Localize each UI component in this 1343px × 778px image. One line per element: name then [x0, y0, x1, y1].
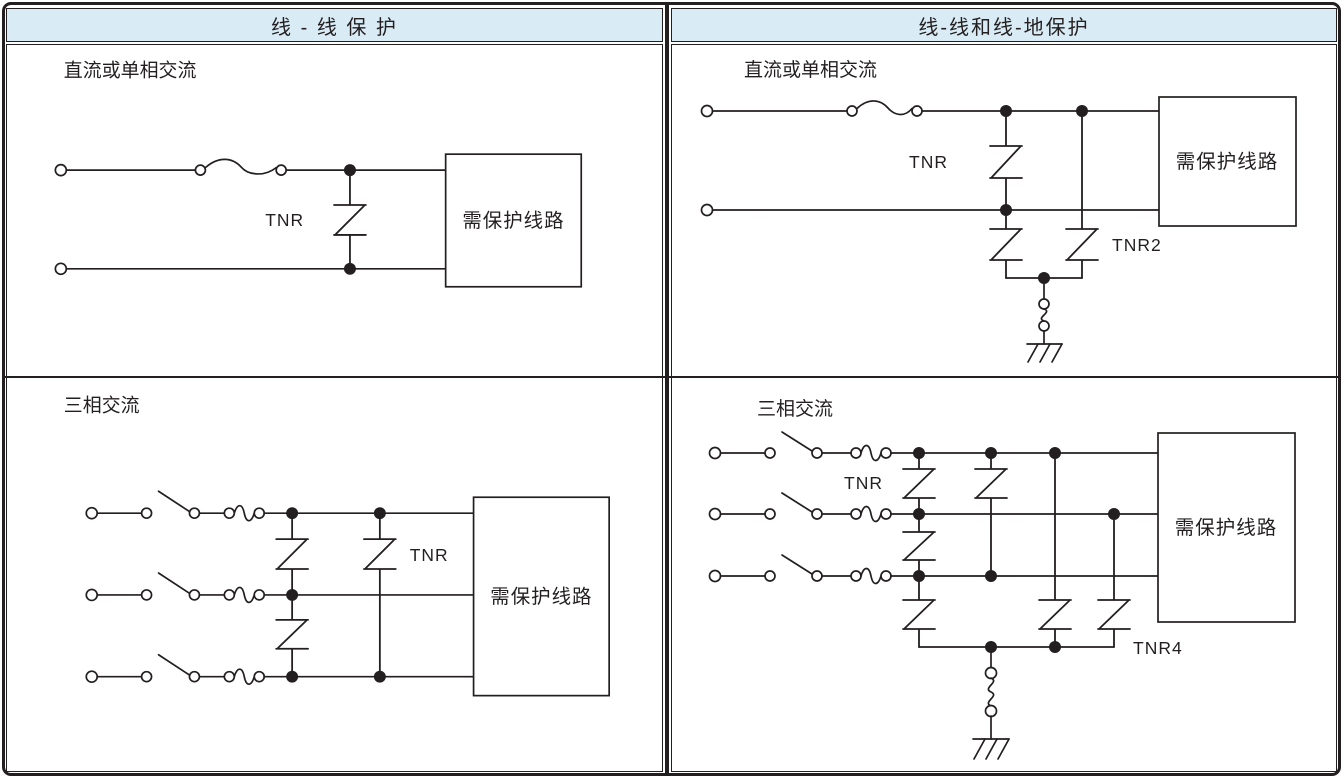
protected-circuit-box — [444, 153, 583, 288]
varistor-tnr-label: TNR — [909, 152, 948, 172]
varistor-line2-ground-symbol — [989, 215, 1023, 279]
junction-dots — [286, 507, 386, 683]
cell-column-right: 直流或单相交流 — [671, 44, 1337, 772]
column-divider — [665, 5, 669, 773]
diagram-line-ground-three-phase: 三相交流 — [708, 398, 1296, 760]
wires — [65, 169, 447, 270]
switch-blade-icon — [157, 490, 192, 514]
phase-line-1 — [85, 490, 475, 522]
phase-line-2 — [708, 492, 1159, 523]
varistor-line1-ground-symbol — [1038, 458, 1072, 648]
junction-dot — [343, 262, 356, 275]
junction-dots — [1000, 105, 1088, 284]
fuse-icon — [233, 504, 256, 522]
ground-icon — [972, 738, 1010, 760]
protected-circuit-box — [1157, 432, 1296, 623]
fuse-icon — [194, 158, 287, 176]
ground-fuse-icon — [1038, 283, 1050, 345]
protected-circuit-label: 需保护线路 — [490, 586, 592, 608]
fuse-icon — [860, 505, 882, 523]
diagram-line-line-three-phase: 三相交流 — [64, 394, 611, 697]
varistor-chain-symbols — [275, 518, 309, 672]
switch-blade-icon — [781, 492, 813, 513]
switch-blade-icon — [781, 554, 813, 575]
varistor-tnr-symbol — [989, 116, 1023, 205]
header-line-line: 线 - 线 保 护 — [6, 8, 663, 42]
varistor-tnr2-label: TNR2 — [1112, 235, 1162, 255]
ground-fuse-icon — [984, 652, 998, 740]
protected-circuit-box — [472, 496, 611, 697]
header-line-line-ground: 线-线和线-地保护 — [671, 8, 1337, 42]
protected-circuit-box — [1158, 96, 1297, 227]
switch-blade-icon — [157, 653, 192, 677]
junction-dots — [913, 447, 1120, 653]
varistor-tnr-symbol — [333, 173, 367, 266]
switch-blade-icon — [781, 431, 813, 452]
junction-dot — [343, 164, 356, 177]
fuse-icon — [860, 567, 882, 585]
fuse-icon — [860, 444, 882, 462]
varistor-line2-ground-symbol — [1097, 519, 1131, 648]
terminal-icons — [700, 104, 714, 217]
cell-title: 直流或单相交流 — [744, 59, 877, 81]
varistor-tnr4-label: TNR4 — [1133, 638, 1183, 658]
diagram-line-line-single-phase: 直流或单相交流 TNR 需保护线路 — [54, 59, 583, 288]
phase-line-1 — [708, 431, 1159, 462]
varistor-line1-line3-symbol — [974, 458, 1008, 577]
fuse-icon — [233, 586, 256, 604]
diagram-line-ground-single-phase: 直流或单相交流 — [700, 59, 1297, 363]
cell-title: 三相交流 — [64, 394, 140, 416]
row-divider — [5, 376, 1338, 378]
wires — [711, 110, 1160, 211]
varistor-tnr-label: TNR — [410, 545, 449, 565]
protected-circuit-label: 需保护线路 — [1175, 517, 1278, 539]
ground-icon — [1026, 343, 1063, 363]
header-line-line-ground-label: 线-线和线-地保护 — [918, 16, 1090, 39]
varistor-chain-symbols — [902, 458, 936, 648]
protected-circuit-label: 需保护线路 — [462, 210, 564, 232]
cell-column-left: 直流或单相交流 TNR 需保护线路 — [6, 44, 663, 772]
phase-line-2 — [85, 572, 475, 604]
phase-line-3 — [85, 653, 475, 686]
varistor-line1-ground-symbol — [1065, 116, 1099, 279]
protected-circuit-label: 需保护线路 — [1176, 151, 1279, 173]
switch-blade-icon — [157, 572, 192, 595]
terminal-icons — [54, 163, 68, 276]
varistor-tnr-label: TNR — [844, 473, 883, 493]
cell-title: 直流或单相交流 — [64, 59, 197, 81]
cell-title: 三相交流 — [757, 398, 833, 420]
varistor-tnr-label: TNR — [265, 210, 304, 230]
fuse-icon — [233, 668, 256, 686]
fuse-icon — [846, 100, 923, 117]
varistor-tnr-symbol — [363, 518, 397, 672]
header-line-line-label: 线 - 线 保 护 — [271, 16, 398, 39]
